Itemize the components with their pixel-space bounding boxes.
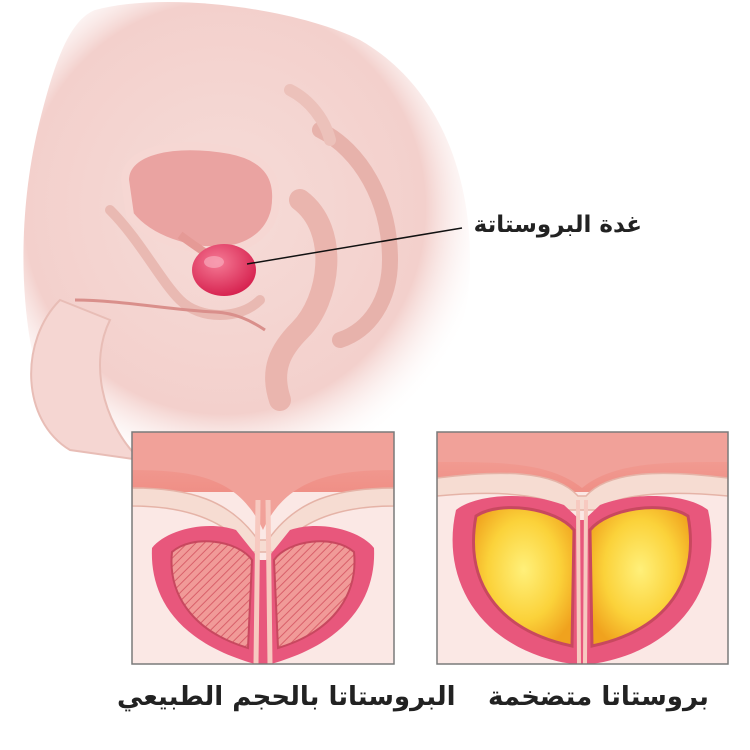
normal-prostate-panel bbox=[131, 431, 395, 665]
normal-size-caption: البروستاتا بالحجم الطبيعي bbox=[117, 682, 456, 712]
sacrum bbox=[312, 122, 399, 348]
leader-line bbox=[246, 227, 463, 265]
normal-panel-frame bbox=[131, 431, 395, 665]
prostate-gland-label: غدة البروستاتة bbox=[473, 212, 642, 238]
bladder bbox=[120, 142, 281, 255]
rectum bbox=[265, 189, 338, 411]
enlarged-prostate-panel bbox=[436, 431, 729, 665]
enlarged-caption: بروستاتا متضخمة bbox=[488, 682, 709, 712]
pelvic-bone bbox=[105, 205, 265, 320]
enlarged-panel-frame bbox=[436, 431, 729, 665]
thigh-shape bbox=[30, 298, 143, 462]
urethra bbox=[74, 298, 266, 332]
prostate-gland bbox=[192, 244, 256, 296]
body-cross-section bbox=[23, 1, 470, 462]
